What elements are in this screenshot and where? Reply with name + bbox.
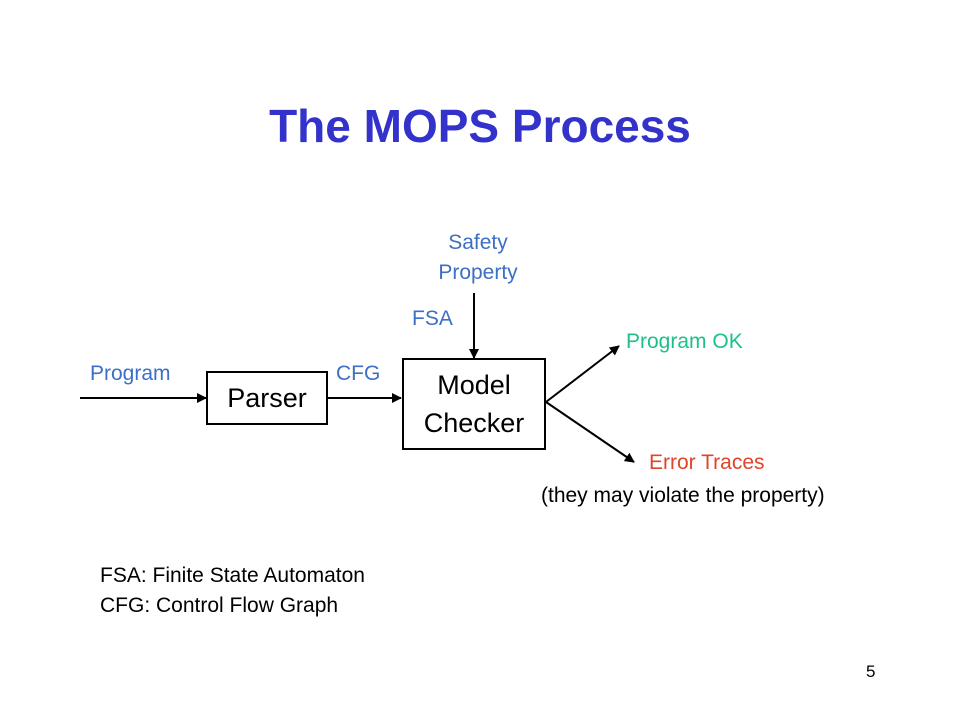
legend-cfg-definition: CFG: Control Flow Graph (100, 594, 339, 617)
safety-property-line2: Property (438, 261, 518, 284)
parser-box: Parser (206, 371, 328, 425)
program-label: Program (90, 362, 171, 385)
model-checker-line2: Checker (423, 408, 525, 438)
safety-property-label: Safety Property (404, 228, 552, 288)
arrow-to-program-ok (545, 345, 620, 403)
slide-title: The MOPS Process (269, 100, 691, 152)
parser-box-label: Parser (227, 383, 307, 413)
model-checker-box: Model Checker (402, 358, 546, 450)
safety-property-line1: Safety (448, 231, 508, 254)
fsa-label: FSA (412, 307, 453, 330)
arrow-to-error-traces (545, 401, 635, 463)
model-checker-line1: Model (437, 370, 511, 400)
cfg-label: CFG (336, 362, 381, 385)
legend-fsa-definition: FSA: Finite State Automaton (100, 564, 365, 587)
error-traces-label: Error Traces (649, 451, 765, 474)
program-ok-label: Program OK (626, 330, 743, 353)
page-number: 5 (866, 662, 876, 681)
error-traces-note: (they may violate the property) (541, 484, 825, 507)
